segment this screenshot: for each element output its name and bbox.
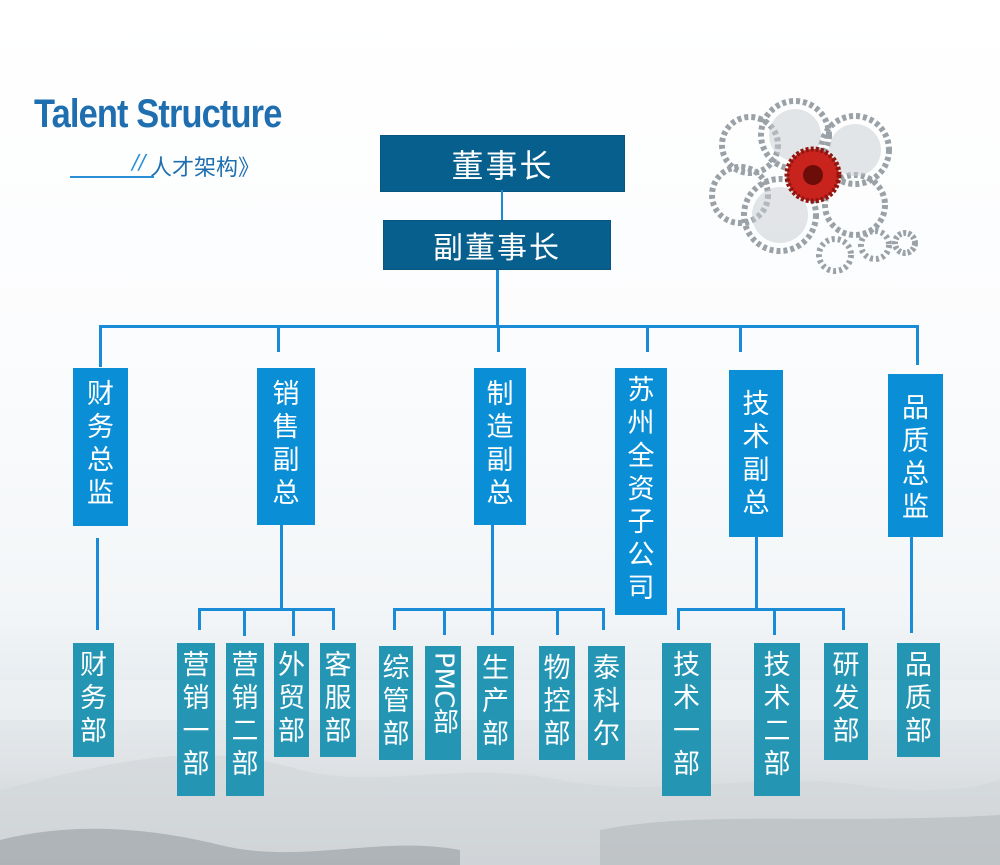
unit-label: 综管部 bbox=[382, 653, 410, 750]
connector-mfg-drop bbox=[393, 608, 396, 630]
dept-label: 制造副总 bbox=[486, 379, 514, 509]
dept-label: 财务总监 bbox=[87, 379, 114, 509]
gears-cluster-icon bbox=[709, 98, 918, 274]
dept-tech-vp[interactable]: 技术副总 bbox=[729, 370, 783, 537]
unit-marketing-1[interactable]: 营销一部 bbox=[177, 643, 215, 796]
title-underline bbox=[70, 176, 154, 178]
dept-label: 技术副总 bbox=[742, 389, 770, 519]
connector-drop-sales bbox=[277, 325, 280, 352]
unit-marketing-2[interactable]: 营销二部 bbox=[226, 643, 264, 796]
connector-drop-tech bbox=[739, 325, 742, 352]
connector-finance-down bbox=[96, 538, 99, 630]
connector-quality-down bbox=[910, 537, 913, 633]
unit-pmc[interactable]: PMC部 bbox=[425, 646, 461, 760]
connector-sales-drop bbox=[332, 608, 335, 630]
connector-vice-trunk bbox=[496, 270, 499, 326]
connector-mfg-drop bbox=[602, 608, 605, 630]
vice-chairman-box[interactable]: 副董事长 bbox=[383, 220, 611, 270]
unit-rnd[interactable]: 研发部 bbox=[824, 643, 868, 760]
unit-general-management[interactable]: 综管部 bbox=[379, 646, 413, 760]
connector-chairman-vice bbox=[501, 190, 503, 220]
connector-drop-finance bbox=[99, 325, 102, 367]
unit-material-control[interactable]: 物控部 bbox=[539, 646, 575, 760]
unit-label: 技术二部 bbox=[763, 650, 791, 780]
connector-drop-subsidiary bbox=[646, 325, 649, 352]
connector-drop-quality bbox=[916, 325, 919, 365]
unit-label: 物控部 bbox=[543, 653, 571, 750]
unit-label: 外贸部 bbox=[278, 650, 305, 747]
connector-mfg-drop bbox=[491, 608, 494, 635]
unit-label: 营销一部 bbox=[182, 650, 210, 780]
unit-label: 生产部 bbox=[482, 653, 509, 750]
connector-tech-drop bbox=[677, 608, 680, 630]
unit-finance[interactable]: 财务部 bbox=[73, 643, 114, 757]
dept-quality-director[interactable]: 品质总监 bbox=[888, 374, 943, 537]
dept-manufacturing-vp[interactable]: 制造副总 bbox=[474, 368, 526, 525]
connector-tech-down bbox=[755, 537, 758, 610]
unit-production[interactable]: 生产部 bbox=[477, 646, 514, 760]
dept-suzhou-subsidiary[interactable]: 苏州全资子公司 bbox=[615, 368, 667, 615]
connector-manufacturing-down bbox=[491, 525, 494, 610]
title-chinese: 人才架构》 bbox=[150, 156, 261, 181]
chairman-label: 董事长 bbox=[451, 146, 554, 185]
connector-drop-manufacturing bbox=[497, 325, 500, 352]
title-slash-decoration: // bbox=[132, 150, 146, 174]
unit-foreign-trade[interactable]: 外贸部 bbox=[274, 643, 309, 757]
connector-sales-drop bbox=[292, 608, 295, 636]
unit-label: 品质部 bbox=[905, 650, 932, 747]
dept-finance-director[interactable]: 财务总监 bbox=[73, 368, 128, 526]
connector-sales-drop bbox=[243, 608, 246, 636]
chairman-box[interactable]: 董事长 bbox=[380, 135, 625, 192]
unit-taikeer[interactable]: 泰科尔 bbox=[588, 646, 625, 760]
dept-sales-vp[interactable]: 销售副总 bbox=[257, 368, 315, 525]
unit-label: 技术一部 bbox=[673, 650, 700, 780]
connector-main-bus bbox=[99, 325, 919, 328]
dept-label: 品质总监 bbox=[902, 393, 929, 523]
unit-customer-service[interactable]: 客服部 bbox=[320, 643, 356, 757]
connector-sales-bus bbox=[198, 608, 335, 611]
unit-tech-2[interactable]: 技术二部 bbox=[754, 643, 800, 796]
unit-label: 泰科尔 bbox=[593, 653, 620, 750]
connector-mfg-drop bbox=[443, 608, 446, 635]
title-english: Talent Structure bbox=[34, 92, 282, 136]
unit-quality[interactable]: 品质部 bbox=[897, 643, 940, 757]
dept-label: 苏州全资子公司 bbox=[627, 375, 655, 604]
unit-tech-1[interactable]: 技术一部 bbox=[662, 643, 711, 796]
unit-label: 营销二部 bbox=[231, 650, 259, 780]
connector-sales-down bbox=[280, 525, 283, 610]
connector-tech-drop bbox=[842, 608, 845, 630]
connector-tech-bus bbox=[677, 608, 845, 611]
connector-tech-drop bbox=[773, 608, 776, 635]
unit-label: 财务部 bbox=[80, 650, 107, 747]
unit-label: 研发部 bbox=[832, 650, 860, 747]
vice-chairman-label: 副董事长 bbox=[433, 231, 561, 266]
connector-manufacturing-bus bbox=[393, 608, 604, 611]
connector-mfg-drop bbox=[556, 608, 559, 635]
unit-label: PMC部 bbox=[428, 652, 459, 735]
unit-label: 客服部 bbox=[324, 650, 352, 747]
connector-sales-drop bbox=[198, 608, 201, 630]
dept-label: 销售副总 bbox=[272, 379, 300, 509]
